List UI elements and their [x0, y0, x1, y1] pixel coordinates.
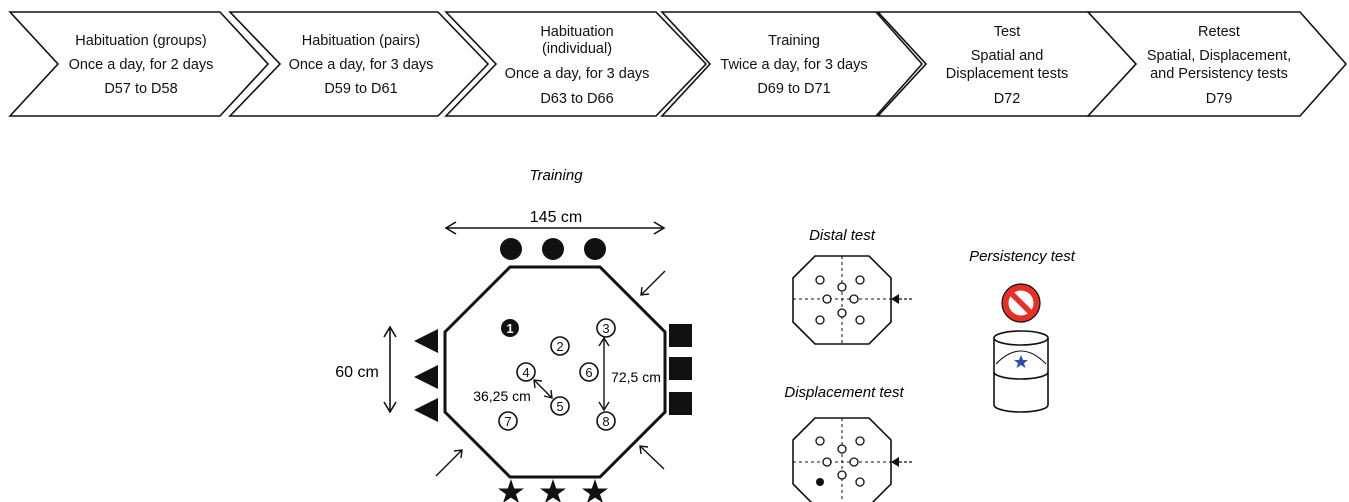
- displaced-baited-well: [816, 478, 824, 486]
- well-3-label: 3: [602, 321, 609, 336]
- cue-triangle: [414, 398, 438, 422]
- timeline-stage-6-chevron: [1086, 11, 1348, 117]
- displacement-test-arena: [792, 417, 912, 502]
- cue-circle: [500, 238, 522, 260]
- well-6: [579, 362, 599, 382]
- left-cue-triangles: [414, 329, 438, 422]
- cue-triangle: [414, 329, 438, 353]
- stage-6-line-4: D79: [1206, 91, 1233, 107]
- well-8: [596, 411, 616, 431]
- height-label: 60 cm: [335, 364, 379, 381]
- start-arrows: [435, 270, 666, 477]
- stage-1-line-3: D57 to D58: [104, 81, 177, 97]
- stage-3-line-1: Habituation: [540, 24, 613, 40]
- width-dimension: [444, 221, 666, 235]
- distal-test-title: Distal test: [809, 227, 876, 244]
- well-5-label: 5: [556, 399, 563, 414]
- stage-5-line-1: Test: [994, 24, 1021, 40]
- covered-cup-icon: [993, 330, 1049, 413]
- diag-distance-label: 36,25 cm: [473, 388, 531, 404]
- reward-star-icon: [1014, 355, 1028, 368]
- cue-circle: [584, 238, 606, 260]
- bottom-cue-stars: [498, 479, 608, 502]
- right-cue-squares: [669, 324, 692, 415]
- cue-circle: [542, 238, 564, 260]
- cue-star: [498, 479, 524, 502]
- wells: 1 2 3 4 5 6 7 8: [498, 318, 616, 431]
- stage-5-line-2: Spatial and: [971, 48, 1044, 64]
- stage-4-line-3: D69 to D71: [757, 81, 830, 97]
- training-title: Training: [529, 167, 583, 184]
- stage-6-line-3: and Persistency tests: [1150, 66, 1288, 82]
- stage-4-line-1: Training: [768, 33, 820, 49]
- stage-5-line-4: D72: [994, 91, 1021, 107]
- stage-1-line-2: Once a day, for 2 days: [69, 57, 214, 73]
- stage-6-line-1: Retest: [1198, 24, 1240, 40]
- displacement-test-title: Displacement test: [784, 384, 904, 401]
- timeline-stage-1-chevron: [8, 11, 270, 117]
- timeline-stage-3-chevron: [444, 11, 708, 117]
- cue-square: [669, 324, 692, 347]
- well-7-label: 7: [504, 414, 511, 429]
- well-8-label: 8: [602, 414, 609, 429]
- stage-1-line-1: Habituation (groups): [75, 33, 206, 49]
- well-2-label: 2: [556, 339, 563, 354]
- timeline-stage-2-chevron: [228, 11, 490, 117]
- well-5: [550, 396, 570, 416]
- well-2: [550, 336, 570, 356]
- stage-2-line-2: Once a day, for 3 days: [289, 57, 434, 73]
- height-dimension: [383, 325, 397, 414]
- vert-distance-label: 72,5 cm: [611, 369, 661, 385]
- start-arrow-ne: [640, 270, 666, 296]
- no-entry-icon: [1001, 283, 1041, 323]
- distance-markers: [533, 336, 610, 412]
- stage-3-line-4: D63 to D66: [540, 91, 613, 107]
- cue-triangle: [414, 365, 438, 389]
- stage-2-line-1: Habituation (pairs): [302, 33, 420, 49]
- stage-3-line-3: Once a day, for 3 days: [505, 66, 650, 82]
- persistency-test-title: Persistency test: [969, 248, 1076, 265]
- distal-test-arena: [792, 255, 912, 345]
- width-label: 145 cm: [530, 209, 582, 226]
- well-6-label: 6: [585, 365, 592, 380]
- start-arrow-se: [639, 445, 665, 470]
- stage-3-line-2: (individual): [542, 41, 612, 57]
- well-4-label: 4: [522, 365, 529, 380]
- stage-5-line-3: Displacement tests: [946, 66, 1069, 82]
- well-1-label: 1: [506, 321, 513, 336]
- top-cue-circles: [500, 238, 606, 260]
- well-7: [498, 411, 518, 431]
- cue-square: [669, 392, 692, 415]
- cue-star: [540, 479, 566, 502]
- well-4: [516, 362, 536, 382]
- timeline: [8, 11, 1348, 117]
- stage-2-line-3: D59 to D61: [324, 81, 397, 97]
- timeline-stage-4-chevron: [660, 11, 924, 117]
- cue-square: [669, 357, 692, 380]
- well-3: [596, 318, 616, 338]
- well-1: [501, 319, 519, 337]
- cue-star: [582, 479, 608, 502]
- start-arrow-sw: [435, 449, 463, 477]
- stage-4-line-2: Twice a day, for 3 days: [720, 57, 867, 73]
- stage-6-line-2: Spatial, Displacement,: [1147, 48, 1291, 64]
